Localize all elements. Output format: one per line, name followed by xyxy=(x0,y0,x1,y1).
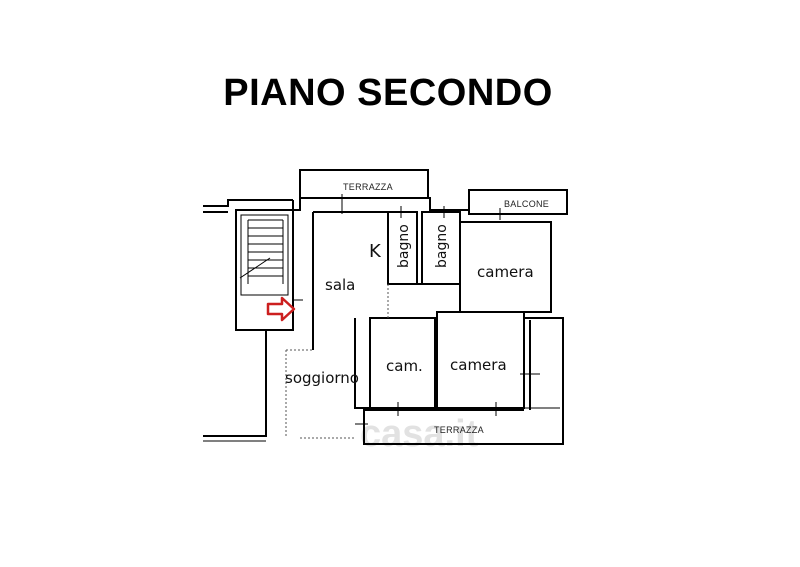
watermark: casa.it xyxy=(360,413,479,455)
staircase xyxy=(239,219,284,284)
walls xyxy=(203,169,568,445)
floor-title: PIANO SECONDO xyxy=(223,72,553,114)
room-label-camera-1: camera xyxy=(477,263,534,281)
room-label-sala: sala xyxy=(325,276,355,294)
open-partitions xyxy=(285,284,389,439)
entry-arrow-icon xyxy=(266,296,296,322)
room-label-balcone: BALCONE xyxy=(504,199,549,209)
room-label-terrazza-top: TERRAZZA xyxy=(343,182,393,192)
room-label-kitchen: K xyxy=(369,241,382,262)
room-label-terrazza-bottom: TERRAZZA xyxy=(434,425,484,435)
room-label-cam: cam. xyxy=(386,357,423,375)
room-label-soggiorno: soggiorno xyxy=(285,369,359,387)
room-label-bagno-1: bagno xyxy=(396,224,412,268)
room-label-bagno-2: bagno xyxy=(434,224,450,268)
room-label-camera-2: camera xyxy=(450,356,507,374)
window-marks xyxy=(293,194,540,425)
